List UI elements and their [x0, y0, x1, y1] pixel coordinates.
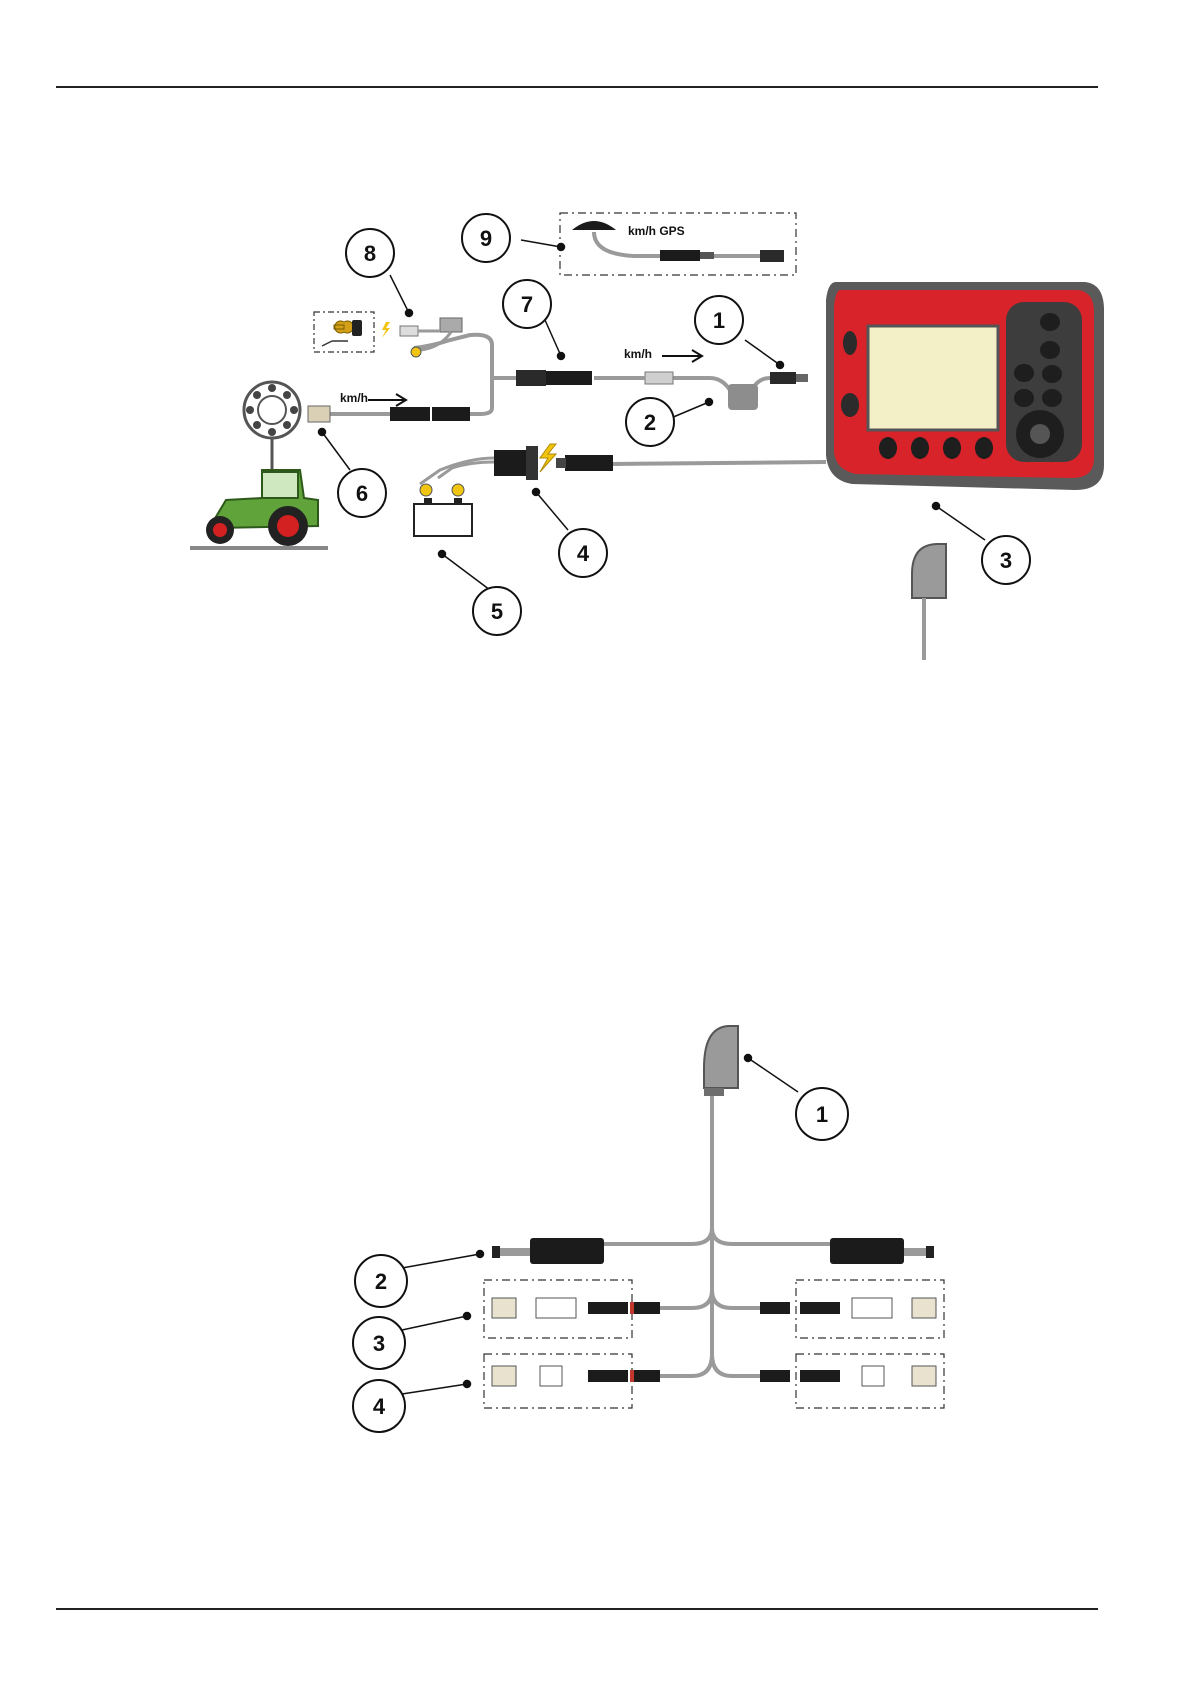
svg-text:4: 4: [373, 1394, 386, 1419]
callout-bottom-4: 4: [353, 1380, 405, 1432]
gps-antenna-icon: [572, 221, 616, 230]
callout-top-4: 4: [559, 529, 607, 577]
machine-plug-bottom-icon: [704, 1026, 738, 1096]
callout-top-8: 8: [346, 229, 394, 277]
callout-top-3: 3: [982, 536, 1030, 584]
terminal-icon: [826, 282, 1104, 490]
svg-text:1: 1: [713, 308, 725, 333]
svg-text:5: 5: [491, 599, 503, 624]
arrow-signal-icon: [662, 350, 702, 362]
svg-text:1: 1: [816, 1102, 828, 1127]
arrow-wheel-icon: [368, 394, 406, 406]
svg-text:9: 9: [480, 226, 492, 251]
lightning-small-icon: [382, 322, 390, 338]
callout-top-9: 9: [462, 214, 510, 262]
wheel-sensor-group: km/h: [244, 382, 406, 470]
machine-plug-icon: [912, 544, 946, 660]
svg-text:2: 2: [644, 410, 656, 435]
callout-top-1: 1: [695, 296, 743, 344]
callout-bottom-2: 2: [355, 1255, 407, 1307]
battery-icon: [414, 484, 472, 536]
lightning-icon: [540, 444, 556, 472]
gps-receiver-group: km/h GPS: [560, 213, 796, 275]
svg-text:3: 3: [1000, 548, 1012, 573]
key-switch-group: [314, 312, 462, 357]
svg-text:2: 2: [375, 1269, 387, 1294]
svg-text:8: 8: [364, 241, 376, 266]
speed-label-signal: km/h: [624, 347, 652, 361]
svg-text:3: 3: [373, 1331, 385, 1356]
tractor-icon: [190, 470, 328, 550]
callout-bottom-1: 1: [796, 1088, 848, 1140]
callout-top-5: 5: [473, 587, 521, 635]
power-plug-group: [420, 444, 556, 484]
callout-top-6: 6: [338, 469, 386, 517]
callout-bottom-3: 3: [353, 1317, 405, 1369]
svg-text:7: 7: [521, 292, 533, 317]
gps-label: km/h GPS: [628, 224, 685, 238]
svg-text:4: 4: [577, 541, 590, 566]
svg-text:6: 6: [356, 481, 368, 506]
key-icon: [334, 321, 353, 333]
callout-top-7: 7: [503, 280, 551, 328]
callout-top-2: 2: [626, 398, 674, 446]
speed-label-wheel: km/h: [340, 391, 368, 405]
